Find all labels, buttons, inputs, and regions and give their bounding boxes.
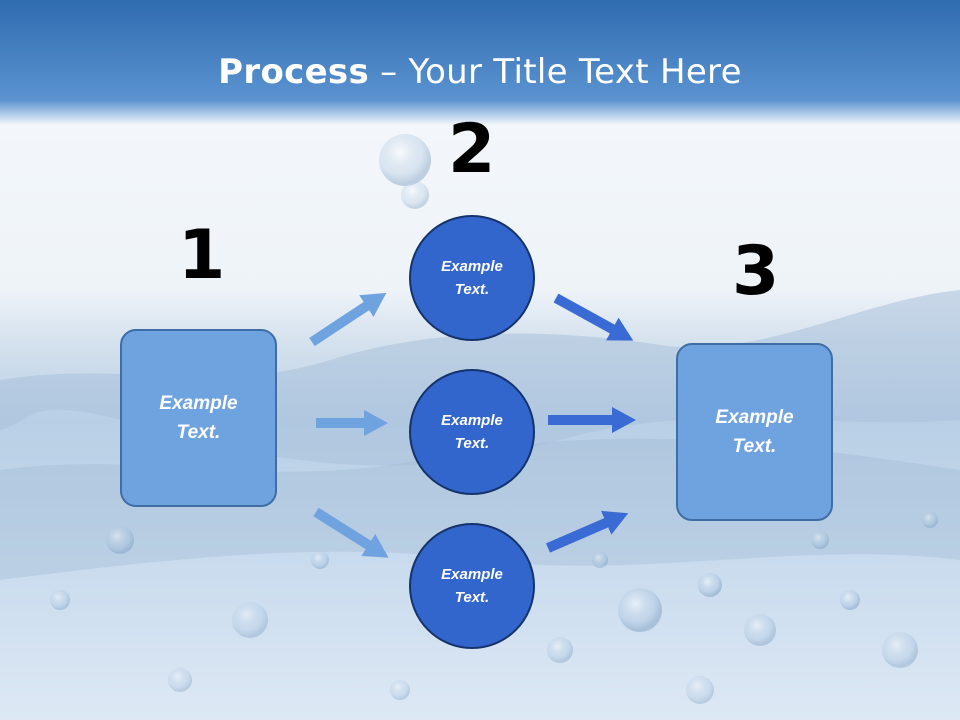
slide-title: Process – Your Title Text Here — [0, 52, 960, 92]
title-rest: – Your Title Text Here — [369, 52, 742, 92]
step-2-circle-bottom-text: Example Text. — [441, 566, 503, 606]
step-number-3: 3 — [732, 232, 780, 311]
arrow-top-to-3 — [553, 293, 634, 341]
step-3-box: Example Text. — [676, 343, 833, 521]
step-2-circle-middle: Example Text. — [409, 369, 535, 495]
arrow-1-to-top — [309, 292, 387, 347]
arrow-bottom-to-3 — [546, 510, 629, 553]
step-2-circle-top: Example Text. — [409, 215, 535, 341]
step-2-circle-middle-text: Example Text. — [441, 412, 503, 452]
step-number-2: 2 — [448, 110, 496, 189]
step-2-circle-top-text: Example Text. — [441, 258, 503, 298]
step-3-text: Example Text. — [715, 407, 794, 457]
step-number-1: 1 — [178, 216, 226, 295]
arrow-1-to-bottom — [313, 507, 389, 558]
title-strong: Process — [218, 52, 370, 92]
step-1-box: Example Text. — [120, 329, 277, 507]
step-2-circle-bottom: Example Text. — [409, 523, 535, 649]
step-1-text: Example Text. — [159, 393, 238, 443]
